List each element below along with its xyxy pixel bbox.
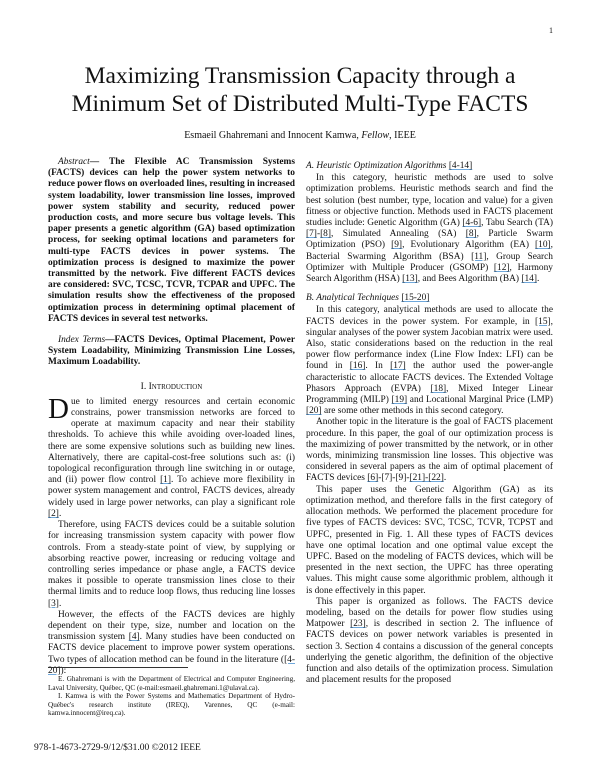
citation-link[interactable]: [6]	[367, 473, 379, 484]
citation-link[interactable]: [4-6]	[462, 218, 482, 229]
citation-link[interactable]: [8]	[320, 229, 331, 240]
paragraph: In this category, analytical methods are…	[306, 305, 553, 417]
abstract-text: — The Flexible AC Transmission Systems (…	[48, 157, 295, 324]
citation-link[interactable]: [15-20]	[401, 293, 430, 304]
analytical-body: In this category, analytical methods are…	[306, 305, 553, 686]
subsection-label: A. Heuristic Optimization Algorithms	[306, 161, 449, 171]
page-number: 1	[549, 26, 553, 35]
subsection-heading-analytical: B. Analytical Techniques [15-20]	[306, 293, 553, 304]
citation-link[interactable]: [1]	[160, 475, 171, 486]
heuristic-body: In this category, heuristic methods are …	[306, 173, 553, 285]
citation-link[interactable]: [10]	[535, 240, 551, 251]
right-column: A. Heuristic Optimization Algorithms [4-…	[306, 156, 553, 686]
index-terms-label: Index Terms	[58, 335, 106, 346]
citation-link[interactable]: [8]	[465, 229, 477, 240]
citation-link[interactable]: [11]	[471, 251, 487, 262]
paper-title: Maximizing Transmission Capacity through…	[0, 62, 600, 118]
index-terms-text: —FACTS Devices, Optimal Placement, Power…	[48, 335, 295, 368]
citation-link[interactable]: [19]	[391, 395, 408, 406]
citation-link[interactable]: [13]	[402, 274, 418, 285]
paragraph: Another topic in the literature is the g…	[306, 417, 553, 484]
index-terms: Index Terms—FACTS Devices, Optimal Place…	[48, 335, 295, 369]
paragraph: This paper is organized as follows. The …	[306, 596, 553, 686]
citation-link[interactable]: [4-20]	[48, 654, 295, 676]
citation-link[interactable]: [3]	[48, 598, 59, 609]
citation-link[interactable]: [20]	[306, 406, 322, 417]
author-org: , IEEE	[389, 130, 416, 141]
authors: Esmaeil Ghahremani and Innocent Kamwa, F…	[0, 130, 600, 141]
abstract-label: Abstract	[58, 157, 90, 167]
paragraph: In this category, heuristic methods are …	[306, 173, 554, 285]
paragraph: However, the effects of the FACTS device…	[48, 609, 295, 676]
footnotes: E. Ghahremani is with the Department of …	[48, 675, 295, 718]
citation-link[interactable]: [18]	[430, 383, 447, 394]
citation-link[interactable]: [14]	[521, 274, 537, 285]
citation-link[interactable]: [2]	[48, 508, 59, 519]
section-heading-introduction: I. Introduction	[140, 380, 203, 392]
citation-link[interactable]: [7]	[306, 229, 317, 240]
citation-link[interactable]: [9]	[391, 240, 403, 251]
subsection-heading-heuristic: A. Heuristic Optimization Algorithms [4-…	[306, 161, 553, 172]
footnote: E. Ghahremani is with the Department of …	[48, 675, 295, 692]
copyright-line: 978-1-4673-2729-9/12/$31.00 ©2012 IEEE	[34, 743, 201, 753]
citation-link[interactable]: [4]	[128, 632, 140, 643]
citation-link[interactable]: [12]	[493, 262, 510, 273]
citation-link[interactable]: [21]-[22]	[409, 473, 444, 484]
subsection-label: B. Analytical Techniques	[306, 293, 402, 304]
citation-link[interactable]: [15]	[535, 316, 551, 327]
drop-cap: D	[48, 392, 69, 425]
author-grade: Fellow	[361, 130, 390, 141]
title-line: Minimum Set of Distributed Multi-Type FA…	[71, 91, 529, 117]
author-names: Esmaeil Ghahremani and Innocent Kamwa,	[184, 130, 362, 141]
citation-link[interactable]: [4-14]	[448, 161, 473, 171]
abstract: Abstract— The Flexible AC Transmission S…	[48, 157, 295, 325]
paragraph: Therefore, using FACTS devices could be …	[48, 520, 295, 609]
footnote-divider	[48, 667, 188, 668]
paragraph: This paper uses the Genetic Algorithm (G…	[306, 484, 553, 596]
citation-link[interactable]: [17]	[390, 361, 406, 372]
footnote: I. Kamwa is with the Power Systems and M…	[48, 692, 295, 718]
citation-link[interactable]: [23]	[350, 619, 366, 630]
left-column: Abstract— The Flexible AC Transmission S…	[48, 157, 295, 677]
citation-link[interactable]: [16]	[349, 361, 366, 372]
title-line: Maximizing Transmission Capacity through…	[84, 63, 516, 89]
